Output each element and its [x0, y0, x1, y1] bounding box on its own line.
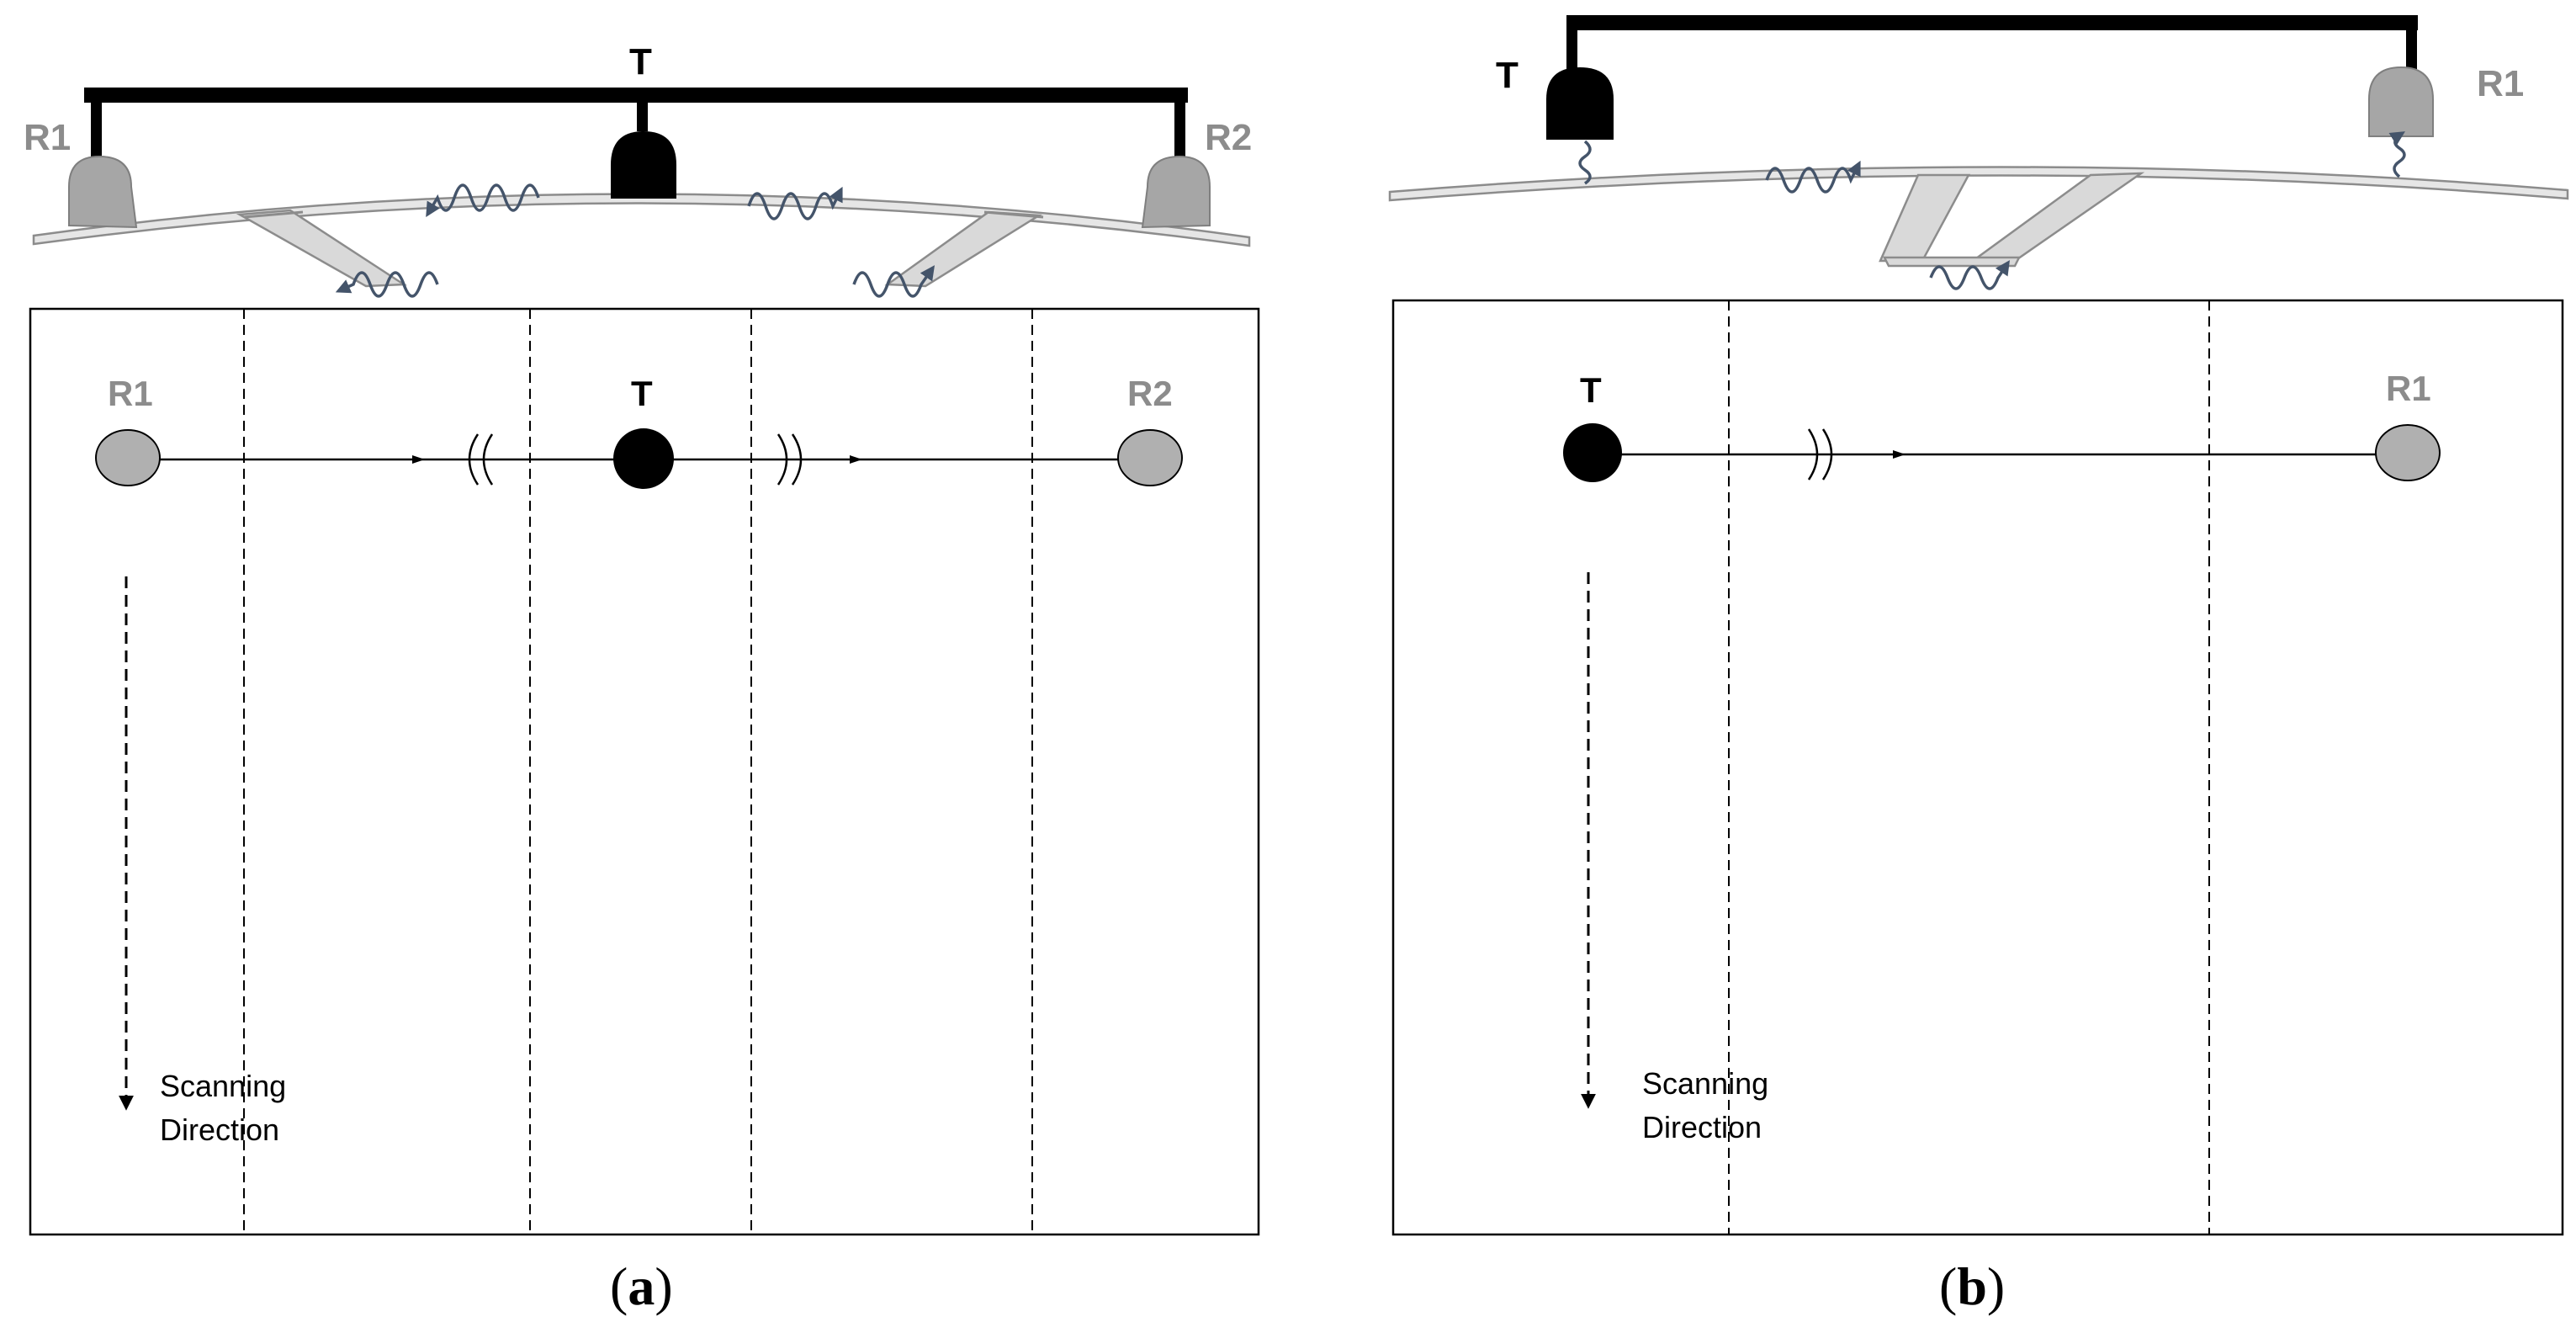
- label-r2-plan: R2: [1127, 374, 1173, 413]
- panel-b-probe-schematic: T R1: [1388, 15, 2569, 290]
- wave-icon: [2388, 131, 2406, 178]
- wave-icon: [335, 271, 439, 298]
- scan-label-line2: Direction: [160, 1112, 279, 1147]
- receiver-dot: [2375, 424, 2441, 481]
- scan-label-line1: Scanning: [1642, 1066, 1768, 1101]
- label-r1-top: R1: [2477, 63, 2524, 104]
- transmitter-probe-icon: [1546, 67, 1614, 140]
- plan-frame: [29, 307, 1260, 1236]
- transmitter-probe-icon: [611, 131, 676, 199]
- scan-label-line1: Scanning: [160, 1069, 286, 1103]
- caption-a: (a): [610, 1256, 673, 1316]
- curved-plate: [1388, 166, 2569, 202]
- curved-plate: [32, 193, 1251, 247]
- beam-arrow-left: [412, 455, 425, 464]
- label-t-top: T: [1496, 55, 1519, 96]
- plate-joint-1: [243, 210, 304, 219]
- receiver-probe-icon: [1141, 155, 1211, 229]
- caption-b: (b): [1939, 1256, 2005, 1316]
- wave-front-right: [777, 433, 803, 486]
- wave-icon: [747, 186, 843, 220]
- panel-a: R1 T R2 R1 T R2 Scanning Direction: [24, 41, 1260, 1316]
- wave-icon: [1578, 140, 1592, 185]
- receiver-probe-icon: [68, 155, 138, 229]
- beam-arrow-right: [1893, 450, 1905, 459]
- frame-leg-right: [1174, 88, 1185, 157]
- probe-frame-bar: [1566, 15, 2418, 30]
- label-t-plan: T: [1580, 370, 1602, 410]
- frame-leg-left: [1566, 15, 1577, 72]
- wave-icon: [852, 265, 936, 298]
- beam-arrow-right: [850, 455, 862, 464]
- receiver-dot: [1117, 429, 1183, 486]
- label-t-plan: T: [631, 374, 653, 413]
- label-r1-top: R1: [24, 117, 71, 158]
- weld-v: [1882, 256, 2022, 268]
- wave-front-right: [1807, 428, 1833, 481]
- panel-b-plan-view: T R1 Scanning Direction: [1391, 299, 2564, 1236]
- frame-leg-left: [91, 88, 102, 157]
- weld-v: [1969, 172, 2145, 263]
- probe-frame-bar: [84, 88, 1188, 103]
- transmitter-dot: [613, 428, 674, 489]
- plan-frame: [1391, 299, 2564, 1236]
- weld-left: [236, 209, 407, 288]
- frame-leg-center: [637, 88, 648, 131]
- label-r1-plan: R1: [2386, 369, 2431, 408]
- frame-leg-right: [2406, 15, 2417, 72]
- panel-b: T R1 T R1 Scanning Direction (b): [1388, 15, 2569, 1316]
- label-t-top: T: [629, 41, 652, 82]
- weld-v: [1879, 173, 1971, 263]
- wave-front-left: [468, 433, 494, 486]
- label-r2-top: R2: [1205, 117, 1252, 158]
- receiver-probe-icon: [2368, 66, 2434, 137]
- receiver-dot: [95, 429, 161, 486]
- wave-icon: [426, 183, 540, 218]
- plate-joint-2: [983, 210, 1044, 219]
- label-r1-plan: R1: [108, 374, 153, 413]
- panel-a-plan-view: R1 T R2 Scanning Direction: [29, 307, 1260, 1236]
- scan-label-line2: Direction: [1642, 1110, 1762, 1144]
- wave-icon: [1929, 260, 2010, 290]
- transmitter-dot: [1563, 423, 1622, 482]
- panel-a-probe-schematic: R1 T R2: [24, 41, 1252, 298]
- weld-right: [884, 210, 1042, 288]
- wave-icon: [1765, 160, 1861, 194]
